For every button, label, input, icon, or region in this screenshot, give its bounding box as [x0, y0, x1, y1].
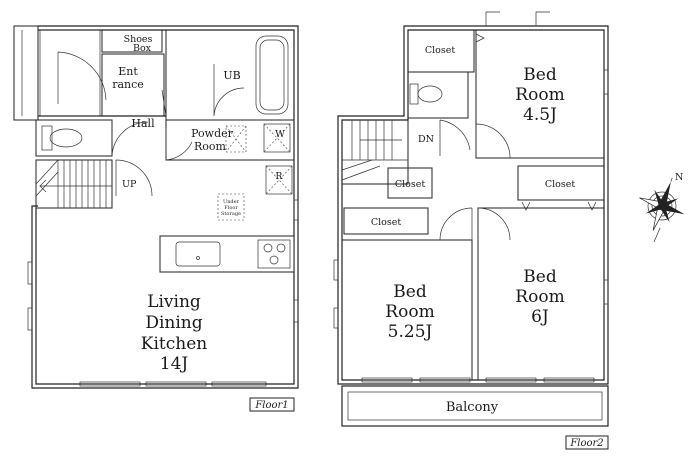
bed-room-2-door[interactable] [439, 207, 473, 241]
bed-room-2 [341, 239, 473, 381]
powder-room-label-2: Room [194, 140, 227, 153]
ldk-label-1: Living [147, 292, 201, 312]
powder-door[interactable] [165, 128, 193, 161]
bed-room-2-label-2: Room [385, 302, 434, 322]
toilet-icon [49, 128, 83, 148]
floor2-tag-text: Floor2 [569, 438, 603, 449]
stair-down [341, 119, 409, 185]
entrance-porch [13, 25, 39, 121]
down-stair-label: DN [418, 134, 434, 145]
closet-left [343, 207, 429, 235]
ldk-label-3: Kitchen [141, 334, 207, 354]
floor1-tag-text: Floor1 [254, 400, 288, 411]
closet-top-label: Closet [425, 45, 456, 56]
floor1-tag [249, 397, 295, 412]
floor1-plan: Shoes Box Ent rance UB Hall Powder Room … [13, 25, 299, 412]
bathtub [255, 35, 289, 115]
floor2-plan: Closet Bed Room 4.5J DN Closet Closet [333, 11, 609, 450]
bed-room-1-label-2: Room [515, 85, 564, 105]
closet-stair [387, 167, 433, 199]
bed-room-3-label-2: Room [515, 287, 564, 307]
closet-right-label: Closet [545, 179, 576, 190]
refrigerator-label: R [275, 171, 283, 182]
shoes-box-label-1: Shoes [124, 34, 153, 45]
powder-room-label-1: Powder [191, 127, 234, 140]
refrigerator-space [265, 165, 293, 195]
toilet-tank [41, 125, 53, 151]
ldk-label-4: 14J [160, 354, 189, 374]
compass-north-label: N [675, 172, 683, 183]
toilet-room [35, 119, 113, 157]
shoes-box-label-2: Box [133, 43, 152, 54]
bed-room-2-label-1: Bed [393, 282, 427, 302]
closet-right [517, 165, 605, 201]
storage-label-1: Under [223, 199, 240, 205]
floor2-tag [565, 435, 609, 450]
bed-room-1-label-3: 4.5J [523, 105, 557, 125]
bed-room-1-door[interactable] [475, 123, 511, 159]
bed-room-2-label-3: 5.25J [388, 322, 433, 342]
storage-label-3: Storage [221, 211, 241, 217]
storage-label-2: Floor [224, 205, 238, 211]
entrance-door[interactable] [57, 51, 107, 104]
bed-room-3-door[interactable] [477, 207, 511, 241]
balcony-label: Balcony [446, 400, 499, 415]
closet-stair-label: Closet [395, 179, 426, 190]
kitchen-counter [159, 235, 295, 273]
closet-left-label: Closet [371, 217, 402, 228]
balcony [341, 385, 609, 427]
underfloor-storage [217, 193, 245, 221]
unit-bath-label: UB [223, 69, 240, 82]
compass-rose-icon: N [639, 172, 685, 243]
bed-room-1-label-1: Bed [523, 65, 557, 85]
ldk-label-2: Dining [145, 313, 202, 333]
hall-label: Hall [131, 117, 155, 130]
entrance-label-1: Ent [118, 65, 138, 78]
toilet-door[interactable] [111, 120, 149, 157]
entrance-label-2: rance [112, 78, 144, 91]
bed-room-3-label-3: 6J [531, 307, 549, 327]
floor2-windows [333, 69, 609, 383]
floor2-toilet-room [407, 71, 469, 119]
bath-door[interactable] [213, 64, 245, 117]
shoes-box [101, 29, 163, 53]
entrance-hall-floor [101, 53, 165, 117]
washer-space [263, 123, 291, 153]
up-stair-label: UP [122, 179, 137, 190]
washer-label: W [275, 129, 285, 140]
bed-room-3-label-1: Bed [523, 267, 557, 287]
sink-icon [175, 241, 221, 267]
floor1-windows [27, 199, 299, 387]
toilet-icon-2 [417, 85, 443, 103]
stove [257, 239, 291, 269]
